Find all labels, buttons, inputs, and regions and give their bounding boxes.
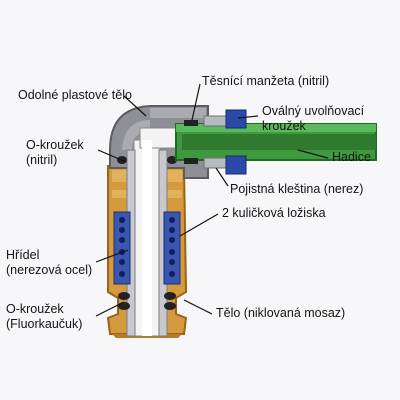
label-shaft: Hřídel (nerezová ocel) — [6, 248, 93, 277]
leader-o-ring-bottom — [95, 301, 125, 317]
label-plastic-body: Odolné plastové tělo — [18, 88, 132, 102]
label-bearings: 2 kuličková ložiska — [222, 206, 326, 220]
leader-o-ring-top — [97, 149, 127, 163]
release-ring — [225, 109, 247, 175]
leader-plastic-body — [123, 95, 147, 117]
leader-lines — [95, 83, 329, 317]
leader-shaft — [95, 249, 129, 263]
seal — [184, 120, 198, 164]
leader-hose — [297, 149, 329, 159]
label-release-ring: Oválný uvolňovací kroužek — [262, 104, 365, 133]
leader-release-ring — [237, 115, 259, 119]
label-body: Tělo (niklovaná mosaz) — [216, 306, 346, 320]
label-o-ring-top: O-kroužek (nitril) — [26, 138, 84, 167]
label-seal: Těsnící manžeta (nitril) — [202, 74, 330, 88]
leader-bearings — [179, 213, 219, 237]
leader-collet — [215, 167, 229, 187]
leader-seal — [191, 83, 201, 121]
hose — [175, 123, 377, 161]
label-o-ring-bottom: O-kroužek (Fluorkaučuk) — [6, 302, 83, 331]
label-collet: Pojistná kleština (nerez) — [230, 182, 364, 196]
label-hose: Hadice — [332, 150, 371, 164]
ball-bearings — [113, 211, 181, 285]
leader-body — [183, 299, 213, 315]
o-rings-bottom — [118, 292, 176, 310]
